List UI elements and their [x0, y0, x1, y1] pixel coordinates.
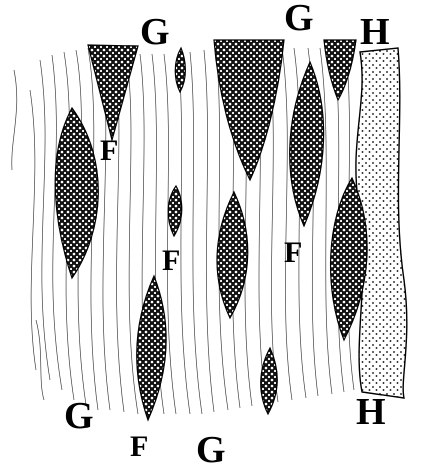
- label-h-bottom-right: H: [356, 391, 386, 433]
- label-g-top-left: G: [140, 11, 170, 53]
- label-f-right: F: [284, 236, 302, 269]
- cellular-bodies: [55, 40, 367, 420]
- label-g-bottom-left: G: [64, 395, 94, 437]
- wedge-body: [324, 40, 356, 100]
- lens-body: [261, 348, 278, 414]
- lens-body: [168, 186, 182, 236]
- label-g-top-mid: G: [284, 0, 314, 39]
- lens-body: [290, 62, 324, 226]
- lens-body: [55, 108, 98, 278]
- label-f-bottom: F: [130, 430, 148, 463]
- label-h-top-right: H: [360, 11, 390, 53]
- label-g-bottom-mid: G: [196, 429, 226, 471]
- label-f-left: F: [100, 134, 118, 167]
- lens-body: [217, 192, 248, 318]
- label-f-center: F: [162, 244, 180, 277]
- lens-body: [175, 48, 185, 92]
- wedge-body: [88, 45, 138, 140]
